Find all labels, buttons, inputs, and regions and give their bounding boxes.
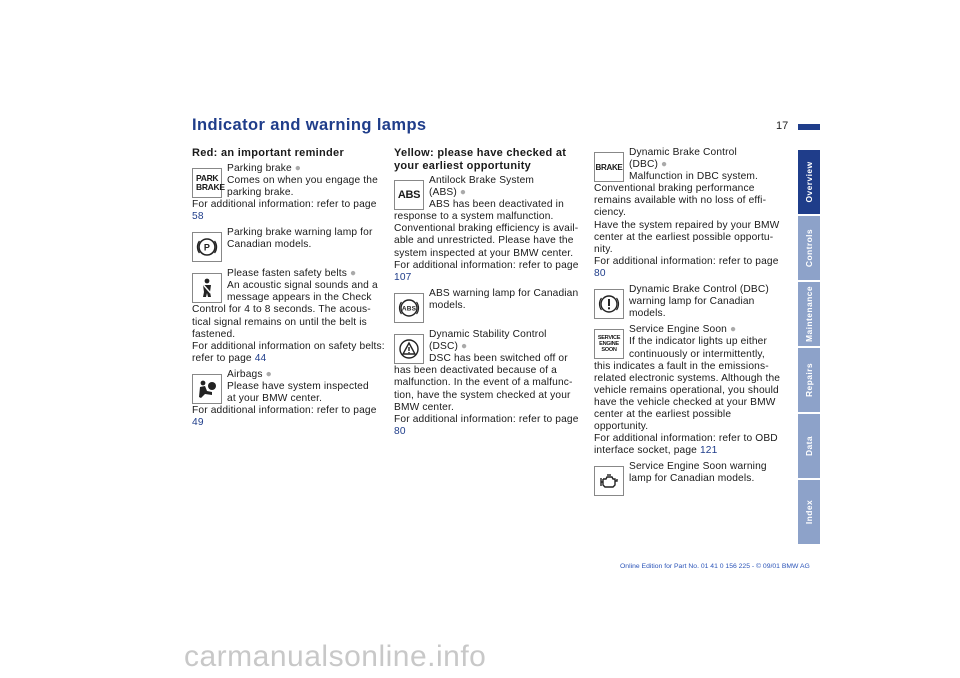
page-number-bar [798,124,820,130]
item-reference: For additional information: refer to OBD… [594,433,778,457]
bullet-icon: ● [459,187,467,199]
brake-icon: BRAKE [594,152,624,182]
item-title: Airbags [227,368,263,380]
item-text: Parking brake warning lamp for Canadian … [227,226,373,251]
tab-data[interactable]: Data [798,414,820,478]
airbag-icon [192,373,222,404]
tab-maintenance[interactable]: Maintenance [798,282,820,346]
item-service-canada: Service Engine Soon warning lamp for Can… [594,461,786,497]
chapter-tabs: Overview Controls Maintenance Repairs Da… [798,150,820,546]
item-abs-canada: ABS ABS warning lamp for Canadian models… [394,288,586,326]
abs-icon: ABS [394,180,424,210]
item-parking-brake: PARK BRAKE Parking brake ● Comes on when… [192,163,386,223]
svg-text:ABS: ABS [402,305,417,312]
page-link[interactable]: 121 [699,445,718,457]
item-title: Parking brake [227,162,292,174]
tab-repairs[interactable]: Repairs [798,348,820,412]
item-text: parking brake. [227,186,294,198]
item-title: Please fasten safety belts [227,268,347,280]
item-title: (DSC) [429,341,459,353]
item-text: has been deactivated because of a malfun… [394,365,573,413]
bullet-icon: ● [265,368,272,380]
item-dbc: BRAKE Dynamic Brake Control (DBC) ● Malf… [594,147,786,280]
item-text: DSC has been switched off or [429,353,568,365]
page-link[interactable]: 107 [394,271,412,283]
dsc-triangle-icon [394,334,424,365]
page-link[interactable]: 80 [594,267,606,279]
item-text: at your BMW center. [227,393,323,405]
item-text: Please have system inspected [227,381,369,392]
page-link[interactable]: 80 [394,425,406,437]
footer-edition-note: Online Edition for Part No. 01 41 0 156 … [620,563,810,570]
page-number: 17 [776,120,789,132]
item-dsc: Dynamic Stability Control (DSC) ● DSC ha… [394,329,586,438]
item-text: Malfunction in DBC system. [629,171,759,183]
svg-text:P: P [204,242,210,252]
item-dbc-canada: Dynamic Brake Control (DBC) warning lamp… [594,284,786,320]
item-title: (ABS) [429,187,457,199]
item-reference: For additional information on safety bel… [192,340,385,364]
item-text: Have the system repaired by your BMW cen… [594,219,780,255]
item-text: An acoustic signal sounds and a [227,280,378,292]
bullet-icon: ● [661,159,668,171]
item-reference: For additional information: refer to pag… [192,198,377,222]
item-text: ABS warning lamp for Canadian models. [429,287,579,311]
item-text: continuously or intermittently, [629,348,765,360]
item-title: (DBC) [629,159,659,171]
item-text: Comes on when you engage the [227,174,378,186]
item-text: message appears in the Check [227,292,372,304]
bullet-icon: ● [729,324,737,336]
section-heading-red: Red: an important reminder [192,147,345,159]
item-abs: ABS Antilock Brake System (ABS) ● ABS ha… [394,175,586,284]
item-title: Dynamic Brake Control [629,147,737,158]
column-red: Red: an important reminder PARK BRAKE Pa… [192,147,386,432]
item-text: Conventional braking performance remains… [594,183,767,219]
bullet-icon: ● [461,341,468,353]
item-reference: For additional information: refer to pag… [192,405,377,429]
item-title: Service Engine Soon [629,324,727,336]
parking-brake-circle-p-icon: P [192,231,222,262]
park-brake-icon: PARK BRAKE [192,167,225,198]
column-yellow-continued: BRAKE Dynamic Brake Control (DBC) ● Malf… [594,147,786,498]
page-link[interactable]: 49 [192,417,204,429]
page-link[interactable]: 58 [192,210,204,222]
item-seatbelt: Please fasten safety belts ● An acoustic… [192,268,386,365]
item-text: this indicates a fault in the emissions-… [594,360,781,433]
bullet-icon: ● [349,268,357,280]
seatbelt-icon [192,273,222,304]
item-airbags: Airbags ● Please have system inspected a… [192,369,386,429]
item-text: ABS has been deactivated in [429,199,564,211]
item-reference: For additional information: refer to pag… [594,255,779,279]
page-link[interactable]: 44 [254,352,267,364]
brake-circle-exclamation-icon [594,289,624,320]
page-title: Indicator and warning lamps [192,116,427,134]
section-heading-yellow: Yellow: please have checked at your earl… [394,147,567,172]
service-engine-soon-icon: SERVICE ENGINE SOON [594,329,624,360]
item-text: Dynamic Brake Control (DBC) warning lamp… [629,284,769,320]
item-parking-canada: P Parking brake warning lamp for Canadia… [192,227,386,265]
item-reference: response to a system malfunction. Conven… [394,211,579,283]
item-service-engine: SERVICE ENGINE SOON Service Engine Soon … [594,324,786,457]
abs-circle-icon: ABS [394,292,424,323]
item-text: Service Engine Soon warning lamp for Can… [629,461,767,485]
item-title: Dynamic Stability Control [429,329,547,341]
item-title: Antilock Brake System [429,175,535,186]
tab-controls[interactable]: Controls [798,216,820,280]
tab-index[interactable]: Index [798,480,820,544]
item-text: If the indicator lights up either [629,336,768,348]
item-text: Control for 4 to 8 seconds. The acous-ti… [192,304,371,340]
bullet-icon: ● [294,162,302,174]
column-yellow: Yellow: please have checked at your earl… [394,147,586,441]
tab-overview[interactable]: Overview [798,150,820,214]
item-reference: For additional information: refer to pag… [394,413,579,437]
watermark: carmanualsonline.info [184,640,487,673]
engine-outline-icon [594,466,624,497]
